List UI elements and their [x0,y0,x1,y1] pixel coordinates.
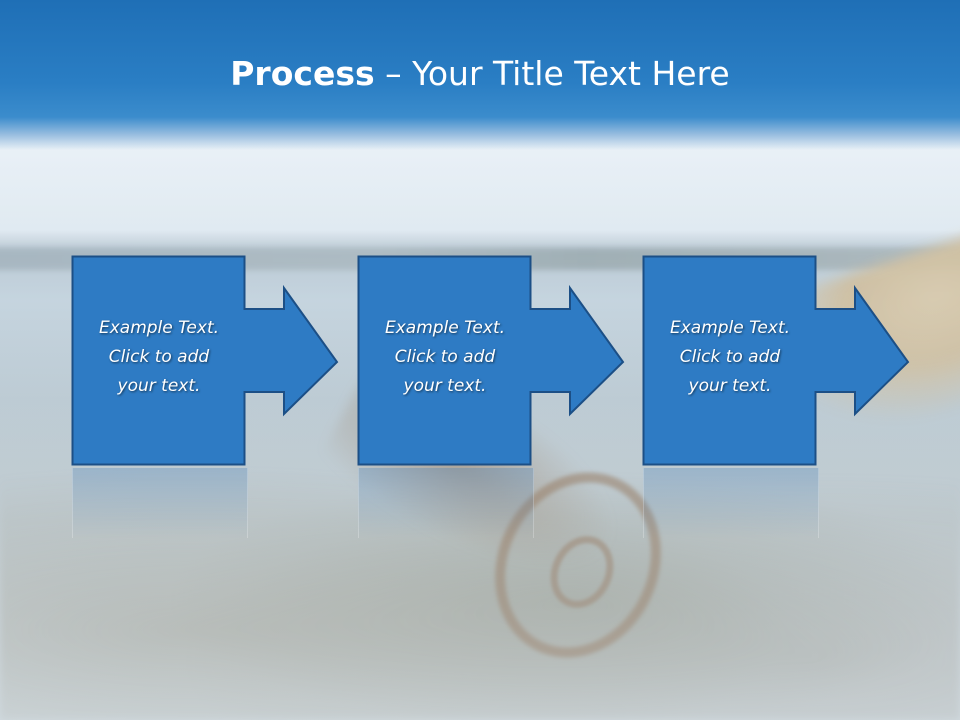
title-band [0,0,960,150]
step-3-text[interactable]: Example Text. Click to add your text. [645,314,815,401]
arrow-right-icon [71,255,339,466]
step-1-line-1: Example Text. [98,318,220,338]
arrow-right-icon [357,255,625,466]
step-1-line-3: your text. [117,376,201,396]
process-step-2[interactable]: Example Text. Click to add your text. [357,255,625,466]
step-3-reflection [643,468,819,538]
step-2-line-3: your text. [403,376,487,396]
step-1-text[interactable]: Example Text. Click to add your text. [74,314,244,401]
step-2-reflection [358,468,534,538]
step-1-line-2: Click to add [108,347,210,367]
step-2-line-2: Click to add [394,347,496,367]
step-1-reflection [72,468,248,538]
step-2-line-1: Example Text. [384,318,506,338]
title-rest: – Your Title Text Here [374,54,730,93]
process-step-1[interactable]: Example Text. Click to add your text. [71,255,339,466]
step-3-line-1: Example Text. [669,318,791,338]
step-3-line-3: your text. [688,376,772,396]
step-3-line-2: Click to add [679,347,781,367]
step-2-text[interactable]: Example Text. Click to add your text. [360,314,530,401]
title-bold: Process [230,54,375,93]
arrow-right-icon [642,255,910,466]
slide-title[interactable]: Process – Your Title Text Here [0,52,960,96]
process-step-3[interactable]: Example Text. Click to add your text. [642,255,910,466]
